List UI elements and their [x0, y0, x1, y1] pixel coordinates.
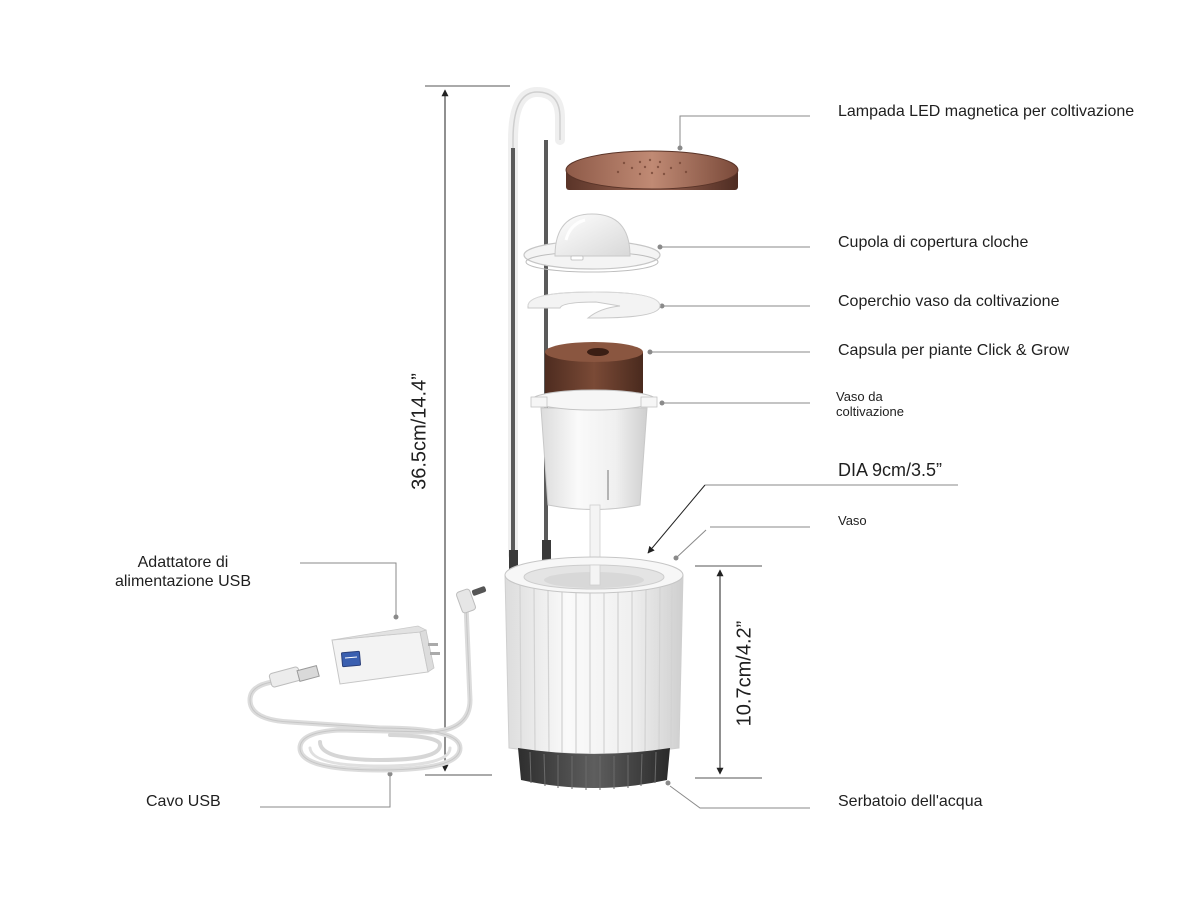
usb-a-plug: [268, 664, 320, 688]
total-height-dimension: [425, 85, 510, 776]
leader-reservoir: [669, 785, 810, 809]
total-height-label: 36.5cm/14.4”: [408, 373, 431, 490]
leader-cable: [260, 776, 391, 808]
label-pot: Vaso: [838, 513, 867, 528]
usb-cable: [247, 602, 473, 773]
leader-pot-diag: [675, 529, 707, 559]
pot-height-label: 10.7cm/4.2”: [733, 620, 756, 727]
leader-dots: [387, 145, 683, 786]
usb-power-adapter: [331, 625, 440, 685]
cloche-dome: [523, 213, 661, 273]
leader-adapter: [300, 562, 397, 615]
label-reservoir: Serbatoio dell'acqua: [838, 793, 983, 810]
label-lid: Coperchio vaso da coltivazione: [838, 293, 1060, 310]
main-pot: [504, 556, 684, 755]
label-cable: Cavo USB: [146, 793, 221, 810]
grow-pot-lid: [527, 291, 661, 319]
label-capsule: Capsula per piante Click & Grow: [838, 342, 1070, 359]
label-grow-pot-line2: coltivazione: [836, 404, 904, 419]
leader-led-lamp: [679, 115, 810, 148]
label-grow-pot-line1: Vaso da: [836, 389, 883, 404]
label-grow-pot: Vaso da coltivazione: [836, 389, 904, 419]
led-lamp-disc: [565, 150, 739, 190]
label-dome: Cupola di copertura cloche: [838, 234, 1029, 251]
diameter-arrow: [647, 484, 706, 554]
pot-height-dimension: [695, 565, 762, 779]
label-diameter: DIA 9cm/3.5”: [838, 460, 943, 480]
label-led-lamp: Lampada LED magnetica per coltivazione: [838, 103, 1135, 120]
label-adapter-line2: alimentazione USB: [114, 573, 252, 590]
water-reservoir-base: [518, 748, 670, 790]
label-adapter: Adattatore di alimentazione USB: [100, 553, 266, 591]
usb-c-plug: [456, 586, 487, 614]
label-adapter-line1: Adattatore di: [137, 554, 229, 571]
leader-lines: [260, 115, 958, 809]
grow-pot-cup: [530, 389, 658, 586]
